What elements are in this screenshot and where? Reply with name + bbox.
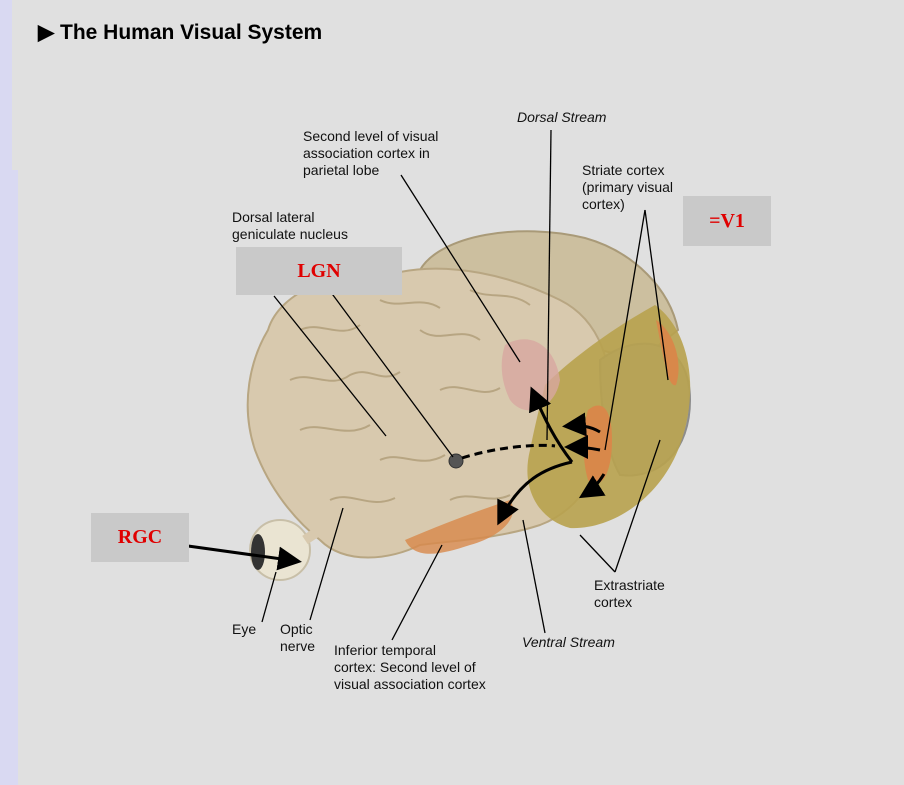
lgn-dot [449,454,463,468]
label-eye: Eye [232,621,256,638]
label-ventral-stream: Ventral Stream [522,634,615,651]
label-extrastriate: Extrastriate cortex [594,577,665,611]
tag-lgn: LGN [236,247,402,295]
page-title: ▶ The Human Visual System [38,20,322,45]
tag-v1: =V1 [683,196,771,246]
label-inferior-temporal: Inferior temporal cortex: Second level o… [334,642,486,693]
label-striate-cortex: Striate cortex (primary visual cortex) [582,162,673,213]
label-dorsal-lgn: Dorsal lateral geniculate nucleus [232,209,348,243]
pupil [251,534,265,570]
tag-rgc: RGC [91,513,189,562]
title-text: The Human Visual System [60,21,322,44]
label-second-level-parietal: Second level of visual association corte… [303,128,438,179]
label-dorsal-stream: Dorsal Stream [517,109,606,126]
title-bullet: ▶ [38,21,54,44]
label-optic-nerve: Optic nerve [280,621,315,655]
